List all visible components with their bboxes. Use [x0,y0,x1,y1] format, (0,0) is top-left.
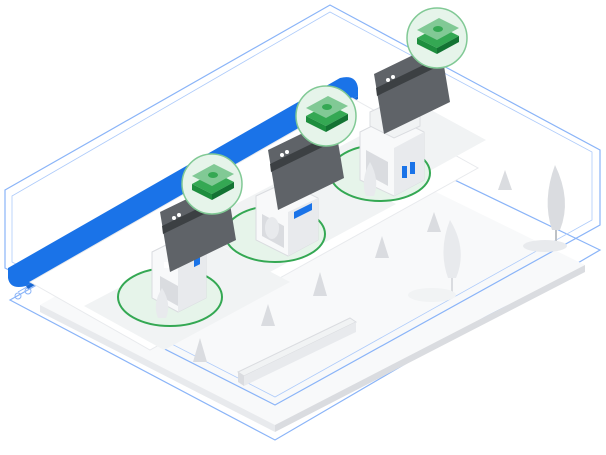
tree-icon [363,162,377,196]
tree-icon [523,165,567,252]
tree-icon [261,304,275,326]
bench-icon [236,317,358,386]
tree-icon [498,170,512,190]
building-icon [255,181,319,257]
ground-platform [40,140,585,432]
cash-stack-icon [181,153,243,215]
cash-stack-icon [406,7,468,69]
building-icon [359,99,425,197]
tree-icon [193,338,207,362]
tree-icon [155,288,169,318]
tree-icon [313,272,327,296]
tree-icon [375,236,389,258]
trees [155,162,567,362]
cash-stack-icon [295,85,357,147]
tree-icon [408,220,461,302]
tree-icon [427,212,441,232]
browser-window-frame [4,4,601,406]
